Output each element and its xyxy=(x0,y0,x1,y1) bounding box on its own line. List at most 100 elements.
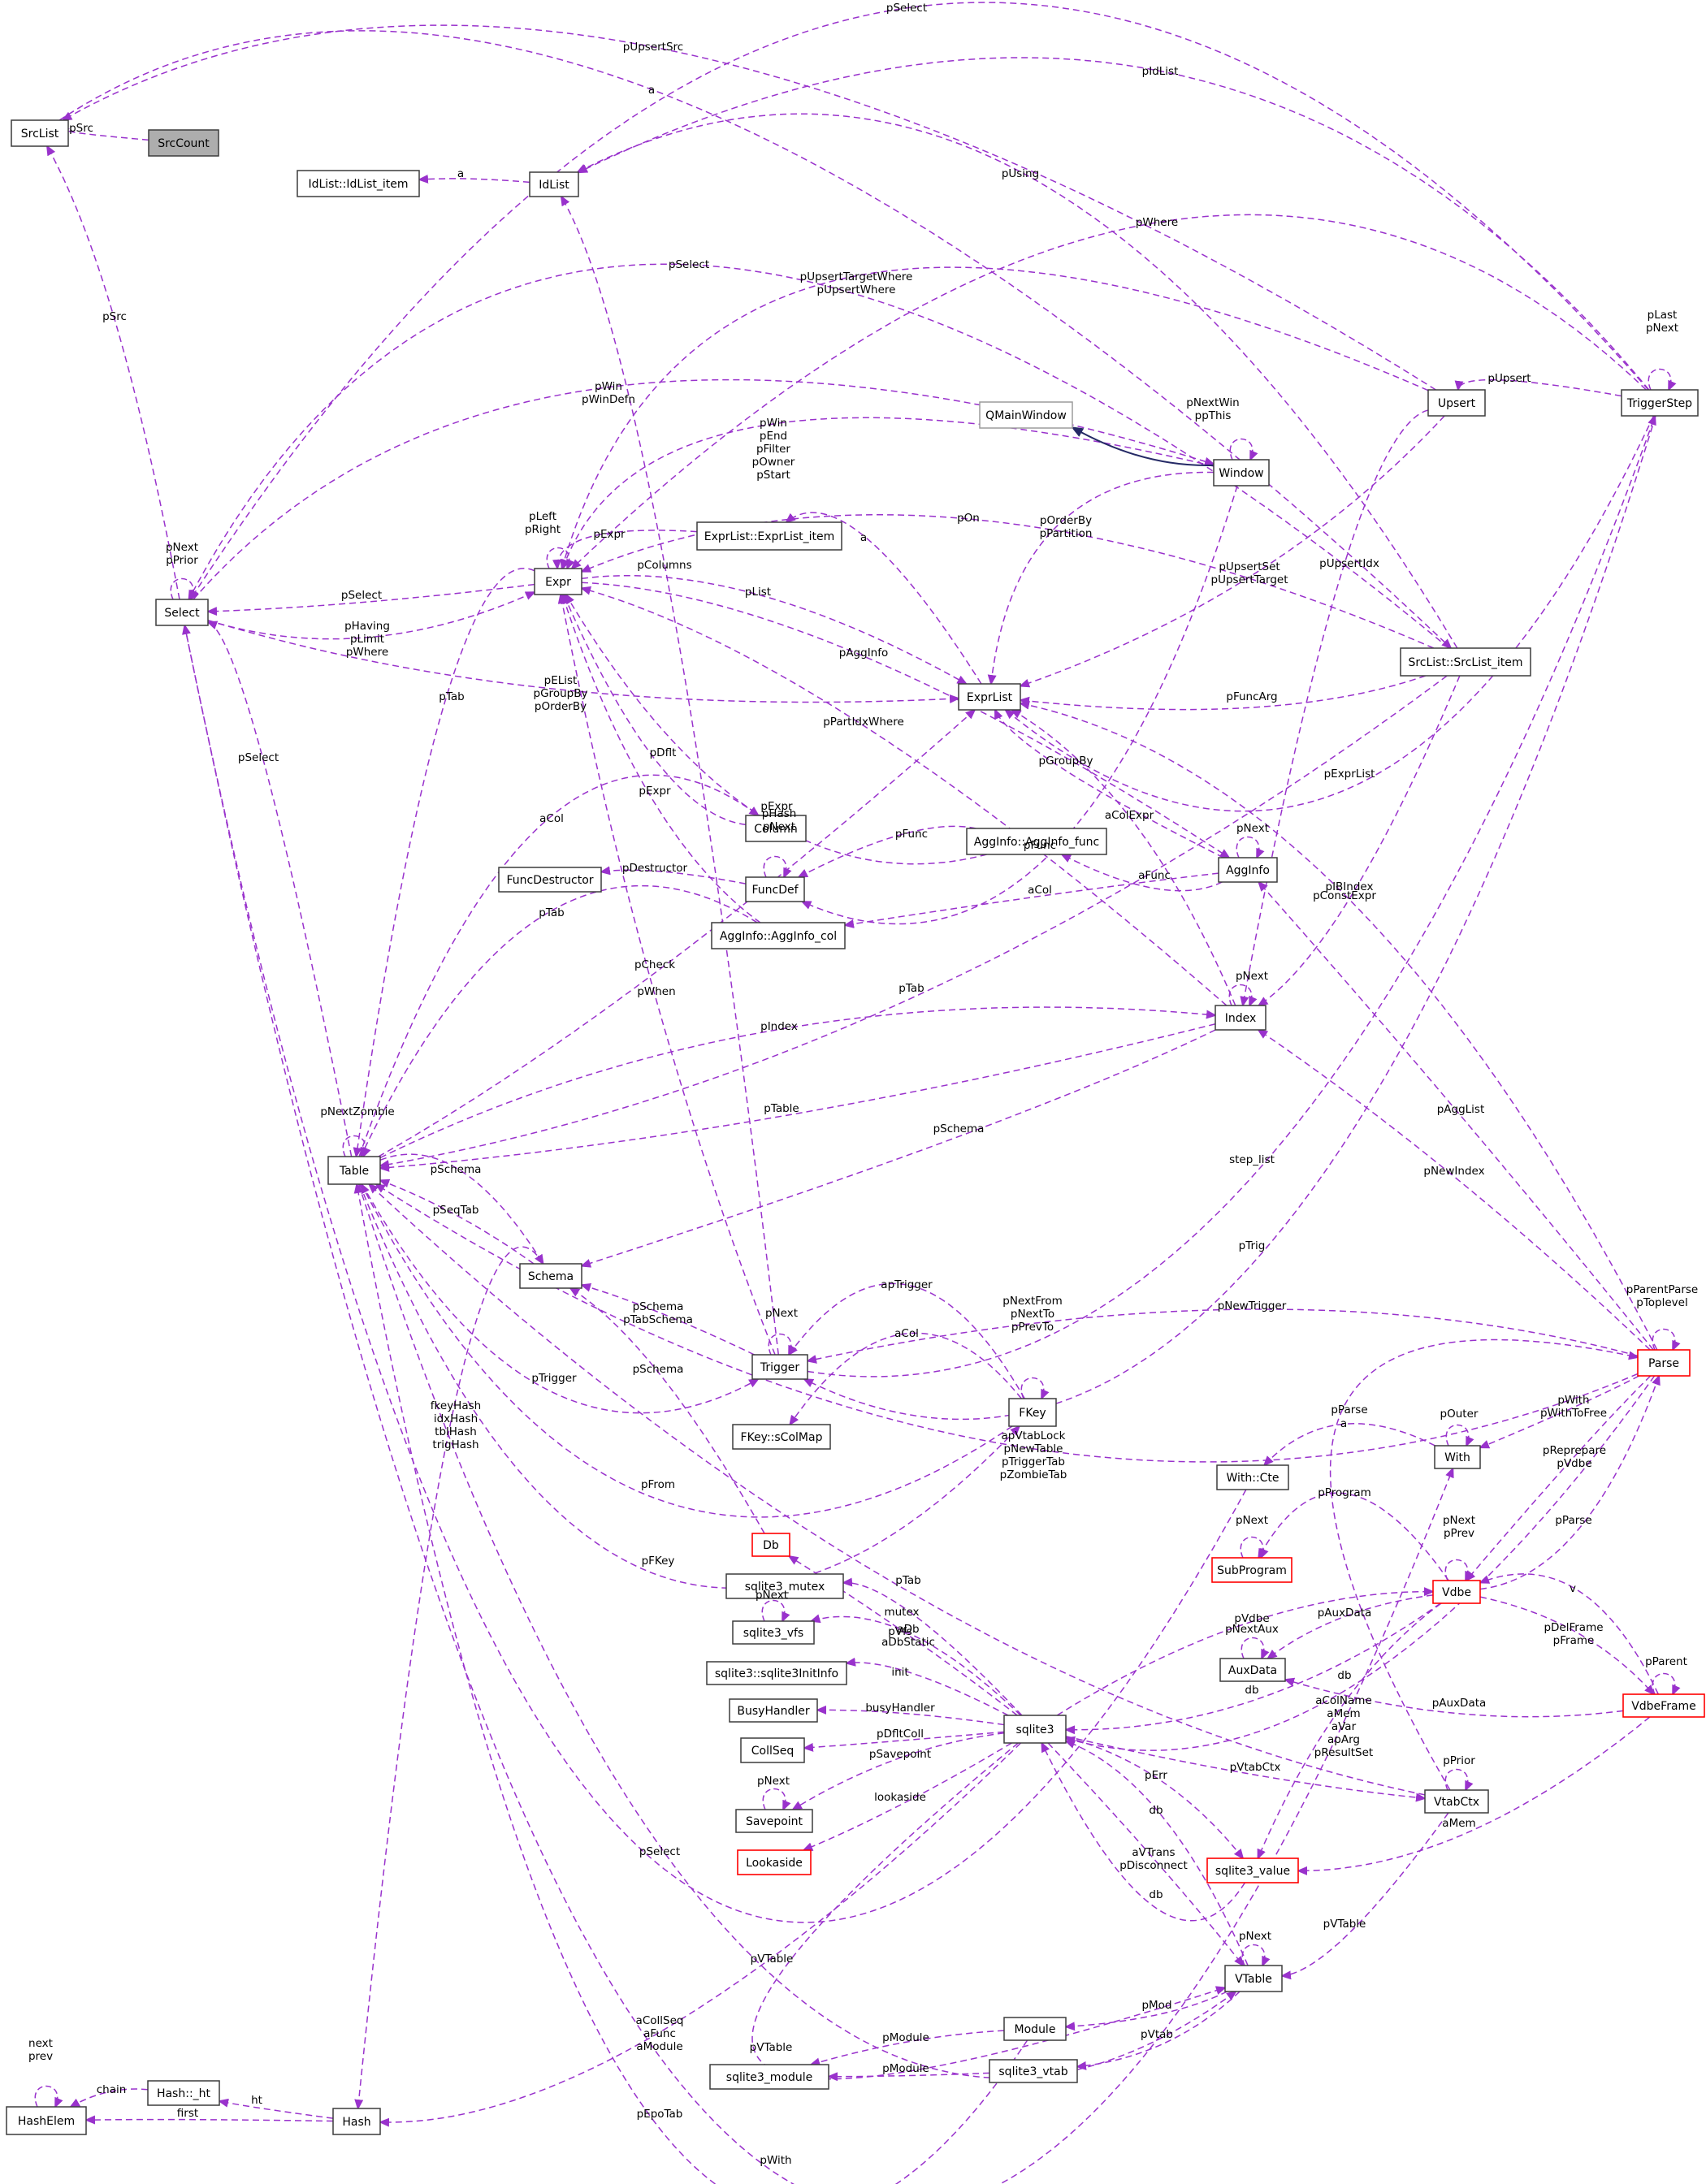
node-IdList[interactable]: IdList xyxy=(529,171,579,197)
node-box-TriggerStep[interactable] xyxy=(1621,389,1699,417)
node-TriggerStep[interactable]: TriggerStep xyxy=(1621,389,1699,417)
node-box-InitInfo[interactable] xyxy=(706,1661,847,1685)
node-ExprList[interactable]: ExprList xyxy=(958,683,1021,711)
node-box-VdbeFrame[interactable] xyxy=(1622,1693,1705,1718)
node-box-Column[interactable] xyxy=(745,815,807,842)
node-box-SrcCount[interactable] xyxy=(148,129,219,157)
node-VtabCtx[interactable]: VtabCtx xyxy=(1424,1789,1489,1814)
node-Db[interactable]: Db xyxy=(751,1533,790,1557)
node-Expr[interactable]: Expr xyxy=(534,568,582,595)
node-VdbeFrame[interactable]: VdbeFrame xyxy=(1622,1693,1705,1718)
node-FKey[interactable]: FKey xyxy=(1008,1398,1057,1427)
node-With[interactable]: With xyxy=(1434,1445,1481,1469)
node-SubProgram[interactable]: SubProgram xyxy=(1211,1557,1292,1583)
node-box-Lookaside[interactable] xyxy=(737,1849,812,1875)
node-box-HashElem[interactable] xyxy=(6,2106,87,2135)
node-box-ExprList[interactable] xyxy=(958,683,1021,711)
node-box-IdList[interactable] xyxy=(529,171,579,197)
node-box-VtabCtx[interactable] xyxy=(1424,1789,1489,1814)
node-box-sColMap[interactable] xyxy=(732,1424,831,1450)
node-sqlite3[interactable]: sqlite3 xyxy=(1003,1715,1067,1744)
node-AggInfo_func[interactable]: AggInfo::AggInfo_func xyxy=(966,828,1107,855)
node-box-BusyHandler[interactable] xyxy=(729,1698,818,1723)
node-box-sqlite3_value[interactable] xyxy=(1206,1857,1299,1883)
node-Upsert[interactable]: Upsert xyxy=(1427,389,1486,417)
node-box-sqlite3_vtab[interactable] xyxy=(989,2059,1078,2083)
node-box-IdList_item[interactable] xyxy=(297,170,420,197)
node-FuncDestructor[interactable]: FuncDestructor xyxy=(498,867,602,893)
node-box-CollSeq[interactable] xyxy=(740,1737,805,1763)
node-box-Savepoint[interactable] xyxy=(735,1809,813,1833)
node-box-Index[interactable] xyxy=(1215,1005,1267,1031)
node-box-Select[interactable] xyxy=(155,599,209,626)
node-sqlite3_vtab[interactable]: sqlite3_vtab xyxy=(989,2059,1078,2083)
node-Lookaside[interactable]: Lookaside xyxy=(737,1849,812,1875)
node-Cte[interactable]: With::Cte xyxy=(1216,1464,1289,1490)
node-sqlite3_module[interactable]: sqlite3_module xyxy=(709,2064,829,2090)
node-box-ExprList_item[interactable] xyxy=(696,521,842,551)
node-AggInfo_col[interactable]: AggInfo::AggInfo_col xyxy=(711,922,846,949)
node-FuncDef[interactable]: FuncDef xyxy=(745,876,805,902)
node-AuxData[interactable]: AuxData xyxy=(1219,1658,1286,1682)
node-box-Upsert[interactable] xyxy=(1427,389,1486,417)
node-CollSeq[interactable]: CollSeq xyxy=(740,1737,805,1763)
node-sqlite3_mutex[interactable]: sqlite3_mutex xyxy=(725,1573,844,1599)
node-box-FKey[interactable] xyxy=(1008,1398,1057,1427)
node-box-QMainWindow[interactable] xyxy=(979,401,1073,429)
node-box-Trigger[interactable] xyxy=(751,1354,808,1380)
node-Window[interactable]: Window xyxy=(1213,459,1270,487)
node-box-Vdbe[interactable] xyxy=(1432,1580,1481,1604)
node-box-Db[interactable] xyxy=(751,1533,790,1557)
node-SrcCount[interactable]: SrcCount xyxy=(148,129,219,157)
node-Table[interactable]: Table xyxy=(327,1156,381,1185)
node-box-FuncDef[interactable] xyxy=(745,876,805,902)
node-box-AuxData[interactable] xyxy=(1219,1658,1286,1682)
node-box-SrcList[interactable] xyxy=(11,119,69,147)
node-box-sqlite3_vfs[interactable] xyxy=(732,1620,815,1645)
node-Savepoint[interactable]: Savepoint xyxy=(735,1809,813,1833)
node-Schema[interactable]: Schema xyxy=(519,1263,582,1289)
node-Trigger[interactable]: Trigger xyxy=(751,1354,808,1380)
node-ExprList_item[interactable]: ExprList::ExprList_item xyxy=(696,521,842,551)
node-box-AggInfo[interactable] xyxy=(1218,857,1278,883)
node-Column[interactable]: Column xyxy=(745,815,807,842)
node-box-FuncDestructor[interactable] xyxy=(498,867,602,893)
node-sqlite3_vfs[interactable]: sqlite3_vfs xyxy=(732,1620,815,1645)
node-Select[interactable]: Select xyxy=(155,599,209,626)
node-box-sqlite3_mutex[interactable] xyxy=(725,1573,844,1599)
node-box-Hash_ht[interactable] xyxy=(147,2080,220,2106)
node-IdList_item[interactable]: IdList::IdList_item xyxy=(297,170,420,197)
node-VTable[interactable]: VTable xyxy=(1224,1965,1283,1992)
node-box-SubProgram[interactable] xyxy=(1211,1557,1292,1583)
node-box-Window[interactable] xyxy=(1213,459,1270,487)
node-box-AggInfo_func[interactable] xyxy=(966,828,1107,855)
node-box-Hash[interactable] xyxy=(332,2108,381,2135)
node-box-With[interactable] xyxy=(1434,1445,1481,1469)
node-Module[interactable]: Module xyxy=(1003,2017,1067,2041)
node-AggInfo[interactable]: AggInfo xyxy=(1218,857,1278,883)
node-box-VTable[interactable] xyxy=(1224,1965,1283,1992)
node-box-Cte[interactable] xyxy=(1216,1464,1289,1490)
node-box-sqlite3[interactable] xyxy=(1003,1715,1067,1744)
node-SrcList_item[interactable]: SrcList::SrcList_item xyxy=(1400,647,1531,677)
node-box-SrcList_item[interactable] xyxy=(1400,647,1531,677)
node-box-Parse[interactable] xyxy=(1637,1349,1691,1377)
node-sColMap[interactable]: FKey::sColMap xyxy=(732,1424,831,1450)
node-HashElem[interactable]: HashElem xyxy=(6,2106,87,2135)
node-sqlite3_value[interactable]: sqlite3_value xyxy=(1206,1857,1299,1883)
node-Parse[interactable]: Parse xyxy=(1637,1349,1691,1377)
node-QMainWindow[interactable]: QMainWindow xyxy=(979,401,1073,429)
node-box-AggInfo_col[interactable] xyxy=(711,922,846,949)
node-box-Schema[interactable] xyxy=(519,1263,582,1289)
node-Hash_ht[interactable]: Hash::_ht xyxy=(147,2080,220,2106)
node-InitInfo[interactable]: sqlite3::sqlite3InitInfo xyxy=(706,1661,847,1685)
node-SrcList[interactable]: SrcList xyxy=(11,119,69,147)
node-Vdbe[interactable]: Vdbe xyxy=(1432,1580,1481,1604)
node-box-sqlite3_module[interactable] xyxy=(709,2064,829,2090)
node-Hash[interactable]: Hash xyxy=(332,2108,381,2135)
node-Index[interactable]: Index xyxy=(1215,1005,1267,1031)
node-box-Table[interactable] xyxy=(327,1156,381,1185)
node-box-Module[interactable] xyxy=(1003,2017,1067,2041)
node-box-Expr[interactable] xyxy=(534,568,582,595)
node-BusyHandler[interactable]: BusyHandler xyxy=(729,1698,818,1723)
